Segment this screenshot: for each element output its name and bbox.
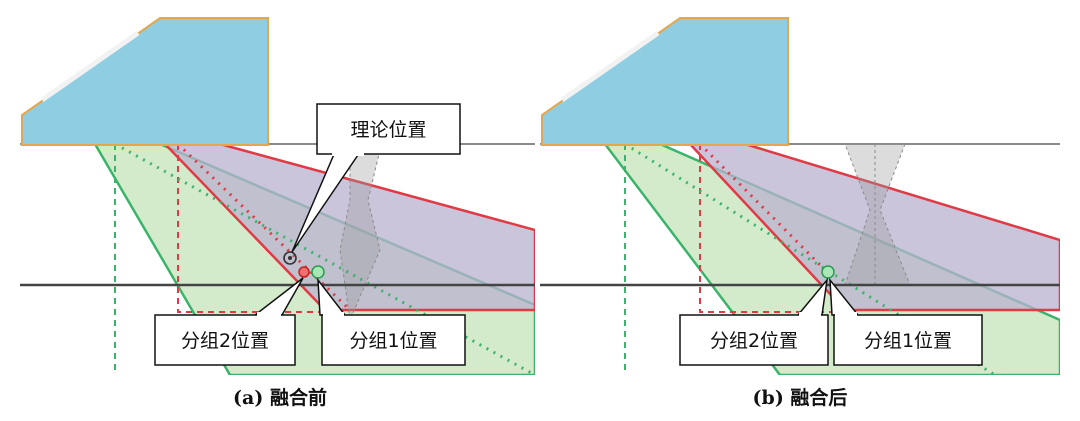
group2-callout-label: 分组2位置 <box>709 330 799 352</box>
caption-after-fusion: (b) 融合后 <box>752 387 848 409</box>
wedge-element-strip <box>560 30 660 103</box>
red-dashed-box <box>177 144 320 313</box>
green-dotted-line <box>624 142 996 375</box>
group1-callout-label: 分组1位置 <box>349 330 438 352</box>
theory-point-center <box>288 256 292 260</box>
theory-callout-label: 理论位置 <box>350 119 427 141</box>
panel-before-fusion: 理论位置 分组2位置 分组1位置 (a) 融合前 <box>20 0 540 421</box>
wedge-element-strip <box>40 30 140 103</box>
fused-point-marker <box>821 265 835 279</box>
panel-after-fusion: 分组2位置 分组1位置 (b) 融合后 <box>540 0 1060 421</box>
group2-callout-label: 分组2位置 <box>180 330 270 352</box>
theory-callout-box <box>316 103 461 155</box>
group1-callout-label: 分组1位置 <box>863 330 953 352</box>
diagram-after-fusion <box>540 17 1060 375</box>
diagram-before-fusion <box>20 17 535 375</box>
group2-callout-box <box>679 314 829 366</box>
caption-before-fusion: (a) 融合前 <box>233 387 327 409</box>
group1-point-marker <box>311 265 325 279</box>
group2-callout-box <box>154 314 296 366</box>
group1-callout-box <box>321 314 466 366</box>
theory-point-marker <box>283 251 297 265</box>
probe-wedge <box>541 17 789 146</box>
red-dotted-line <box>698 142 832 277</box>
group1-callout-box <box>833 314 983 366</box>
group2-point-marker <box>298 266 310 278</box>
probe-wedge <box>21 17 269 146</box>
red-dashed-box <box>699 144 840 313</box>
